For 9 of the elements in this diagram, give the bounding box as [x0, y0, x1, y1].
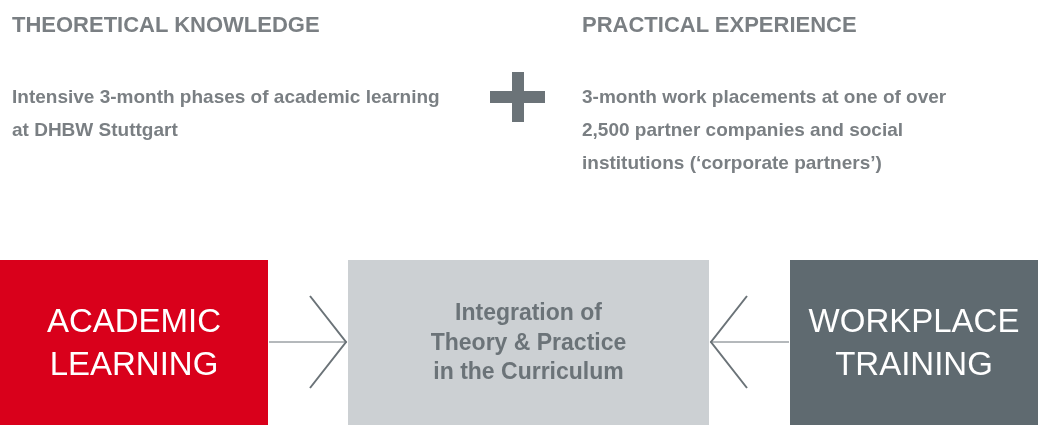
description-text: Intensive 3-month phases of academic learning at DHBW Stuttgart: [12, 85, 441, 142]
column-heading: THEORETICAL KNOWLEDGE: [12, 12, 321, 38]
description-text: 3-month work placements at one of over 2,500 partner companies and social institutions (‘corporate partners’): [582, 85, 948, 175]
chevron-arrow: [709, 295, 790, 389]
column-heading: PRACTICAL EXPERIENCE: [582, 12, 858, 38]
process-box: Integration of Theory & Practice in the Curriculum: [348, 260, 709, 425]
chevron-arrow: [268, 295, 348, 389]
process-box: ACADEMIC LEARNING: [0, 260, 268, 425]
process-box: WORKPLACE TRAINING: [790, 260, 1038, 425]
